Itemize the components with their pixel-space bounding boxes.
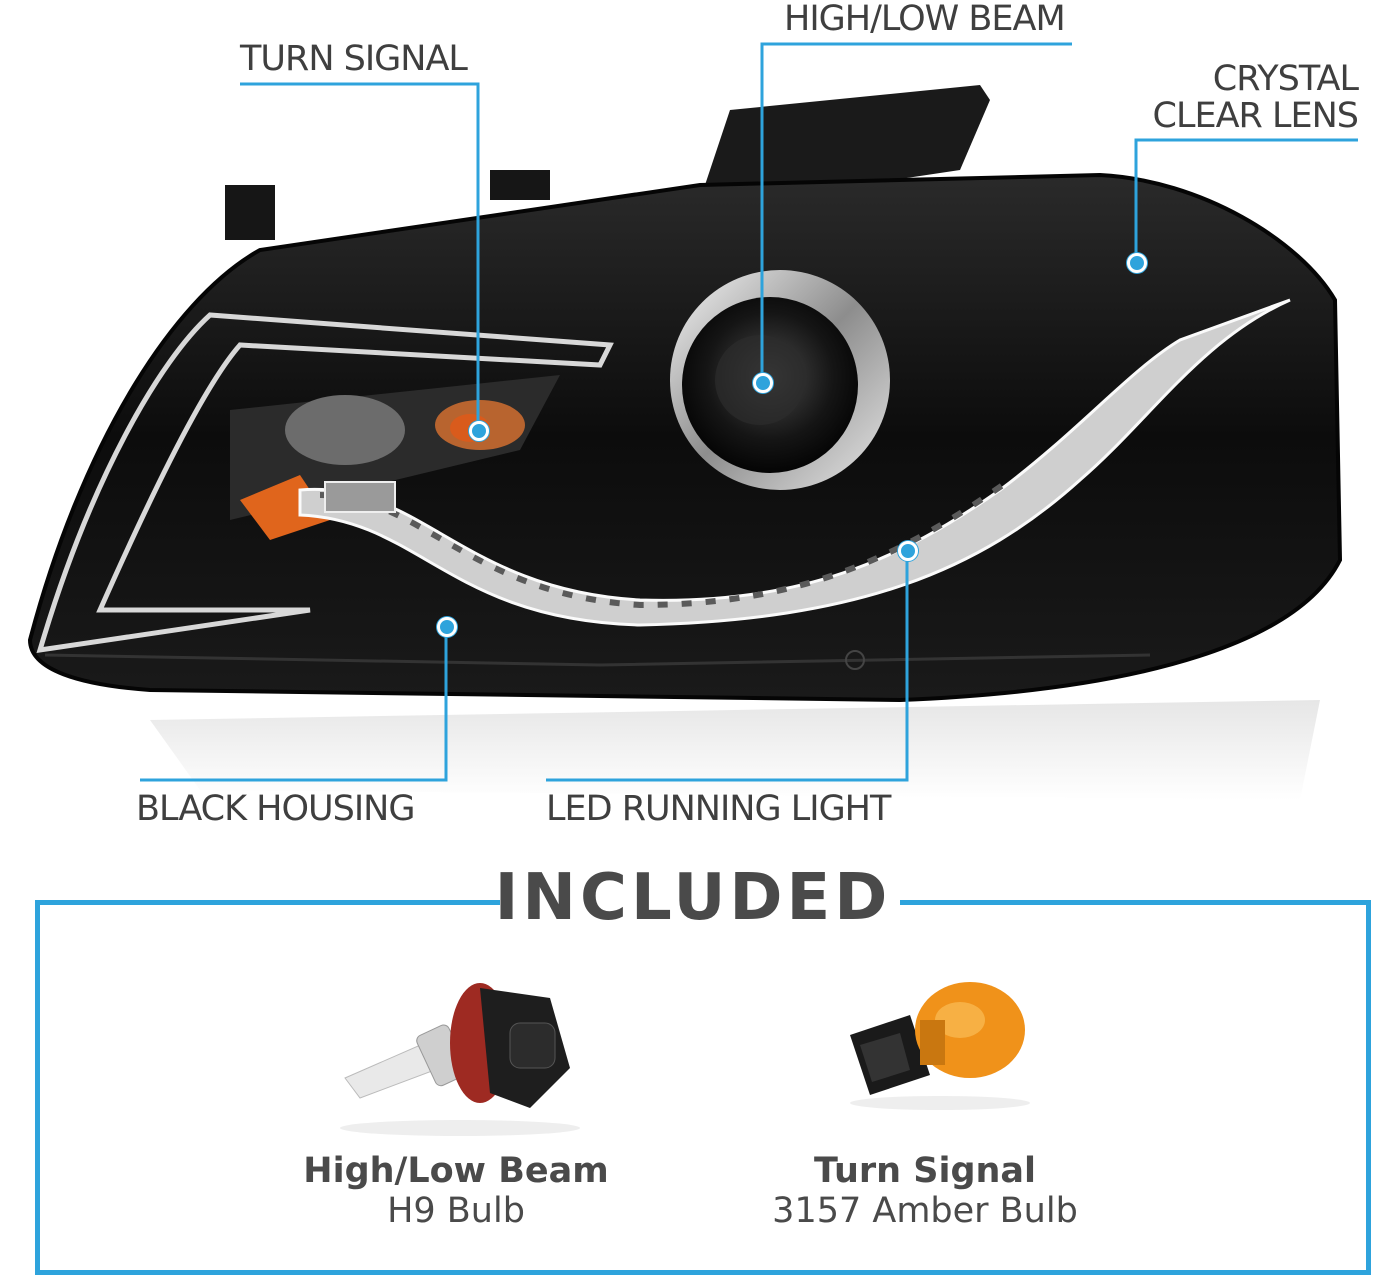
frame-top-left-border (35, 900, 500, 905)
included-heading: INCLUDED (494, 861, 892, 935)
included-item-title-turn-signal: Turn Signal (813, 1151, 1037, 1191)
crystal-clear-lens-marker (1127, 253, 1147, 273)
included-item-title-high-low-beam: High/Low Beam (303, 1151, 609, 1191)
high-low-beam-marker (753, 373, 773, 393)
turn-signal-label: TURN SIGNAL (240, 39, 468, 79)
black-housing-label: BLACK HOUSING (136, 789, 415, 829)
included-item-subtitle-h9: H9 Bulb (387, 1191, 525, 1231)
led-running-light-marker (898, 541, 918, 561)
crystal-clear-lens-label-line1: CRYSTAL (1212, 59, 1359, 99)
led-running-light-label: LED RUNNING LIGHT (546, 789, 891, 829)
crystal-clear-lens-label-line2: CLEAR LENS (1152, 96, 1359, 136)
high-low-beam-label: HIGH/LOW BEAM (784, 0, 1066, 39)
frame-top-right-border (900, 900, 1366, 905)
included-frame (35, 900, 1371, 1275)
included-item-subtitle-3157: 3157 Amber Bulb (772, 1191, 1078, 1231)
amber-bulb-icon (850, 982, 1030, 1110)
h9-bulb-icon (340, 983, 580, 1136)
turn-signal-marker (469, 421, 489, 441)
black-housing-marker (437, 617, 457, 637)
